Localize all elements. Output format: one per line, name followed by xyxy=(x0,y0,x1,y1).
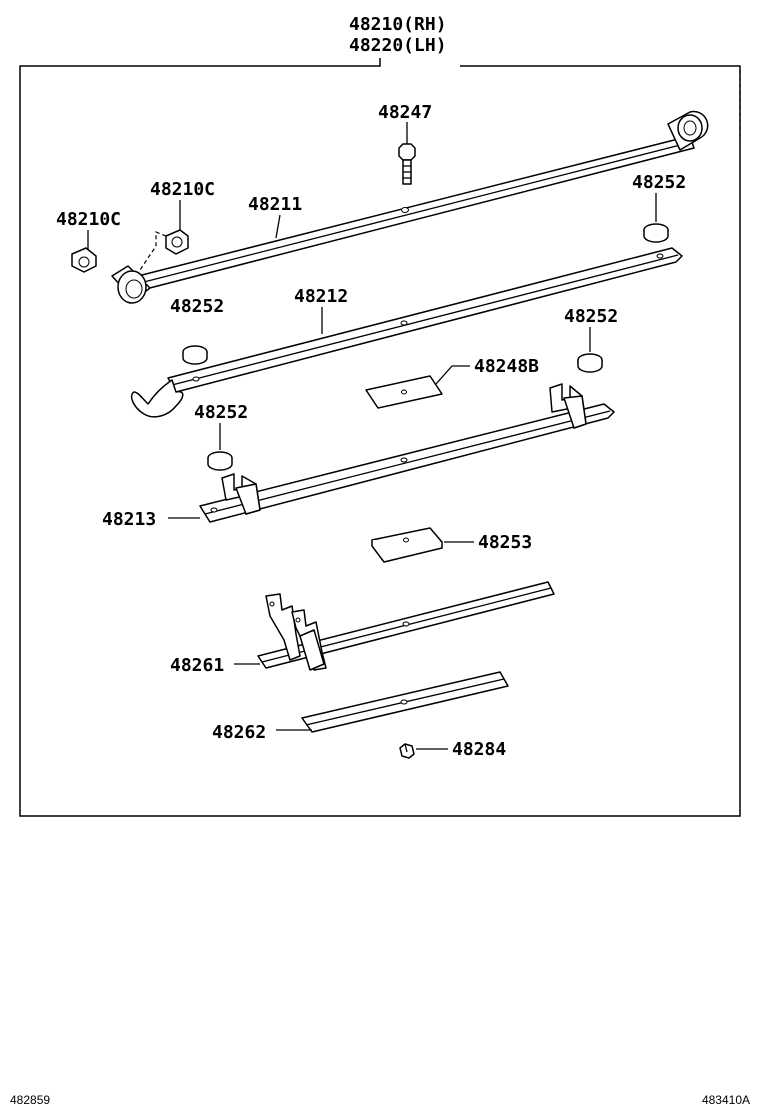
label-48284: 48284 xyxy=(452,739,506,760)
main-leaf-48211[interactable] xyxy=(111,110,709,304)
label-48252-mid-right: 48252 xyxy=(564,306,618,327)
spacer-plate-48248b[interactable] xyxy=(365,375,443,409)
leader-48248b-b xyxy=(435,365,453,385)
label-48210c-right: 48210C xyxy=(150,179,215,200)
label-48247: 48247 xyxy=(378,102,432,123)
label-48262: 48262 xyxy=(212,722,266,743)
label-48261: 48261 xyxy=(170,655,224,676)
label-48212: 48212 xyxy=(294,286,348,307)
label-48211: 48211 xyxy=(248,194,302,215)
label-48252-mid-left: 48252 xyxy=(170,296,224,317)
bushing-48210c-right[interactable] xyxy=(139,229,189,271)
third-leaf-48213[interactable] xyxy=(199,383,615,523)
assembly-rh-label: 48210(RH) xyxy=(349,14,447,35)
insert-pad-48252-lower-left[interactable] xyxy=(207,451,233,471)
label-48210c-left: 48210C xyxy=(56,209,121,230)
leader-48211 xyxy=(275,214,281,239)
fourth-leaf-48261[interactable] xyxy=(257,581,555,671)
label-48252-lower-left: 48252 xyxy=(194,402,248,423)
label-48213: 48213 xyxy=(102,509,156,530)
label-48248b: 48248B xyxy=(474,356,539,377)
assembly-lh-label: 48220(LH) xyxy=(349,35,447,56)
spacer-48253[interactable] xyxy=(371,527,443,563)
bottom-leaf-48262[interactable] xyxy=(301,671,509,733)
bushing-48210c-left[interactable] xyxy=(71,247,97,273)
label-48253: 48253 xyxy=(478,532,532,553)
center-bolt-48247[interactable] xyxy=(398,122,416,185)
footer-right-code: 483410A xyxy=(702,1093,750,1107)
insert-pad-48252-mid-right[interactable] xyxy=(577,353,603,373)
insert-pad-48252-mid-left[interactable] xyxy=(182,345,208,365)
assembly-frame xyxy=(19,58,741,817)
insert-pad-48252-top-right[interactable] xyxy=(643,223,669,243)
label-48252-top-right: 48252 xyxy=(632,172,686,193)
second-leaf-48212[interactable] xyxy=(130,247,683,418)
footer-left-code: 482859 xyxy=(10,1093,50,1107)
nut-48284[interactable] xyxy=(399,743,415,759)
